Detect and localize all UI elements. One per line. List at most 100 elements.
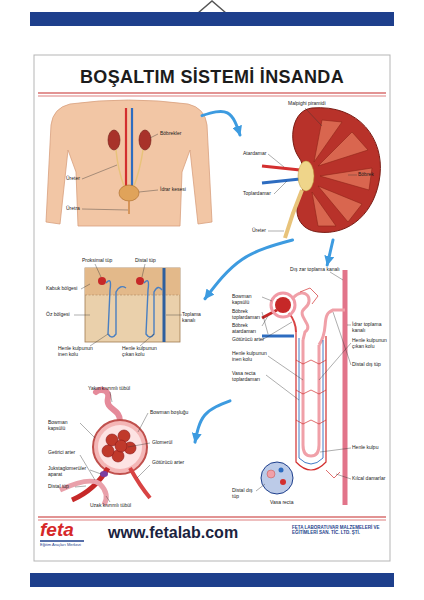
illustration-panel: Proksimal tüpDistal tüpKabuk bölgesiÖz b… — [45, 255, 205, 380]
title-rule — [38, 92, 386, 93]
renal-artery — [262, 166, 300, 170]
illustration-panel: Dış zar toplama kanalıBowman kapsülüBöbr… — [230, 265, 392, 512]
leader-line — [330, 272, 343, 280]
leader-line — [274, 181, 287, 194]
efferent-artery — [130, 468, 150, 498]
leader-line — [90, 470, 101, 474]
leader-line — [348, 175, 357, 176]
brand-tagline: Eğitim Araçları Merkezi — [40, 543, 81, 548]
leader-line — [333, 312, 351, 365]
illustration-panel: Malpighi piramidiAtardamarBöbrekToplarda… — [240, 100, 390, 240]
part-label: Proksimal tüp — [82, 258, 112, 264]
part-label: Distal dış tüp — [352, 362, 388, 368]
part-label: Götürücü arter — [152, 460, 188, 466]
distal-tubule — [319, 310, 345, 345]
urethra — [128, 201, 130, 214]
aorta — [125, 108, 127, 188]
leader-line — [336, 474, 351, 479]
part-label: Üreter — [66, 176, 80, 182]
juxtaglomerular-apparatus — [100, 471, 108, 477]
leader-lines — [256, 272, 351, 491]
renal-pelvis — [298, 161, 314, 191]
leader-line — [128, 443, 150, 447]
leader-lines — [75, 392, 150, 502]
vasa-recta-vein — [299, 338, 323, 464]
part-label: İdrar toplama kanalı — [352, 322, 388, 333]
leader-line — [347, 325, 351, 326]
bladder — [119, 185, 139, 201]
cortex-band — [85, 268, 180, 295]
flow-arrow — [205, 240, 293, 299]
inset-circle — [261, 462, 293, 494]
leader-line — [305, 108, 322, 126]
leader-line — [262, 297, 272, 301]
part-label: Üretra — [66, 206, 80, 212]
leader-line — [256, 484, 265, 491]
kidney-right — [139, 130, 151, 150]
part-label: Henle kulpunun çıkan kolu — [122, 346, 168, 357]
leader-line — [319, 343, 351, 380]
leader-line — [137, 465, 150, 478]
leader-line — [262, 322, 292, 340]
glomerulus — [136, 277, 144, 285]
part-label: Kabuk bölgesi — [46, 286, 77, 292]
vasa-recta — [296, 332, 326, 470]
collecting-duct — [163, 268, 166, 342]
ureter — [134, 150, 143, 186]
part-label: Öz bölgesi — [46, 312, 70, 318]
henle-loop — [303, 340, 319, 456]
part-label: Jukstaglomerüler aparat — [48, 466, 92, 477]
leader-line — [150, 134, 158, 138]
bowman-capsule — [271, 293, 295, 317]
poster-sheet — [34, 55, 390, 561]
leader-line — [142, 264, 145, 277]
bottom-rail — [30, 573, 394, 587]
part-label: Glomerül — [152, 440, 172, 446]
part-label: Bowman kapsülü — [48, 420, 84, 431]
part-label: Kılcal damarlar — [352, 476, 388, 482]
renal-vein — [262, 179, 300, 183]
part-label: Böbrekler — [160, 131, 181, 137]
capillary-loop — [102, 445, 114, 457]
body-silhouette — [46, 100, 212, 226]
leader-line — [138, 413, 148, 432]
part-label: Böbrek atardamarı — [232, 323, 268, 334]
flow-arrow — [195, 401, 230, 442]
part-label: Götürücü arter — [232, 337, 268, 343]
capillary — [300, 288, 318, 304]
collecting-duct — [343, 270, 348, 505]
capillary-net — [296, 288, 340, 478]
leader-line — [90, 334, 108, 346]
ureter — [116, 150, 124, 186]
leader-line — [74, 315, 90, 316]
leader-lines — [74, 264, 182, 346]
part-label: Vasa recta — [270, 500, 294, 506]
flow-arrow — [327, 240, 333, 265]
leader-line — [268, 154, 284, 167]
part-label: Henle kulpunun inen kolu — [232, 351, 272, 362]
leader-line — [166, 315, 182, 316]
part-label: Toplardamar — [243, 191, 271, 197]
leader-line — [268, 356, 303, 380]
glomerulus — [98, 277, 106, 285]
ureter — [285, 190, 302, 238]
leader-line — [320, 448, 351, 452]
company-name: FETA LABORATUVAR MALZEMELERİ VE EĞİTİMLE… — [292, 525, 388, 535]
nephron-tube — [144, 281, 162, 337]
glomerulus — [275, 297, 291, 313]
leader-line — [110, 392, 112, 402]
capillary — [296, 390, 326, 394]
part-label: Atardamar — [243, 151, 266, 157]
leader-line — [266, 375, 299, 400]
part-label: Henle kulpunun inen kolu — [58, 346, 100, 357]
leader-line — [80, 423, 95, 438]
leader-line — [262, 316, 268, 326]
pyramid — [318, 132, 368, 166]
bowman-capsule — [93, 420, 147, 474]
part-label: Henle kulpu — [352, 445, 388, 451]
leader-lines — [268, 108, 357, 231]
vessel-section — [280, 479, 286, 485]
part-label: Getirici arter — [48, 450, 84, 456]
capillary — [296, 420, 326, 424]
nephron-tube — [106, 281, 126, 337]
